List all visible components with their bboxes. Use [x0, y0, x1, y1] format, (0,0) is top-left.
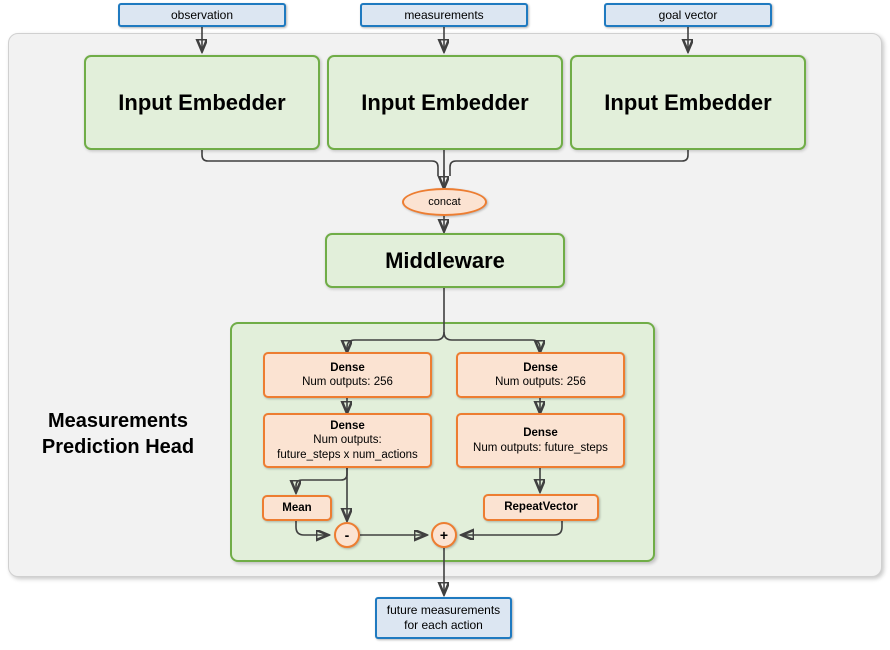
subtract-operator-symbol: -	[344, 527, 350, 543]
left-dense-1-detail: Num outputs: 256	[302, 376, 393, 388]
head-label-line-1: Measurements	[47, 410, 189, 432]
mean-label: Mean	[282, 501, 312, 514]
right-dense-1-detail: Num outputs: 256	[495, 376, 586, 388]
input-embedder-box-3[interactable]: Input Embedder	[570, 55, 806, 150]
subtract-operator[interactable]: -	[334, 522, 360, 548]
left-dense-2-box[interactable]: Dense Num outputs: future_steps x num_ac…	[263, 413, 432, 468]
input-box-observation[interactable]: observation	[118, 3, 286, 27]
right-dense-2-title: Dense	[523, 427, 558, 440]
input-label-measurements: measurements	[404, 7, 484, 22]
left-dense-2-detail-line-1: Num outputs:	[313, 434, 382, 447]
concat-node[interactable]: concat	[402, 188, 487, 216]
left-dense-1-title: Dense	[330, 361, 365, 374]
input-box-goal-vector[interactable]: goal vector	[604, 3, 772, 27]
left-dense-1-box[interactable]: Dense Num outputs: 256	[263, 352, 432, 398]
output-label-line-1: future measurements	[386, 603, 501, 617]
input-embedder-box-1[interactable]: Input Embedder	[84, 55, 320, 150]
right-dense-1-box[interactable]: Dense Num outputs: 256	[456, 352, 625, 398]
right-dense-2-detail: Num outputs: future_steps	[473, 441, 608, 454]
right-dense-2-box[interactable]: Dense Num outputs: future_steps	[456, 413, 625, 468]
input-label-goal-vector: goal vector	[658, 7, 718, 22]
left-dense-2-detail-line-2: future_steps x num_actions	[277, 448, 418, 461]
repeatvector-box[interactable]: RepeatVector	[483, 494, 599, 521]
middleware-label: Middleware	[385, 247, 505, 273]
add-operator[interactable]: +	[431, 522, 457, 548]
repeatvector-label: RepeatVector	[504, 501, 578, 514]
input-label-observation: observation	[170, 7, 234, 22]
middleware-box[interactable]: Middleware	[325, 233, 565, 288]
measurements-prediction-head-label: Measurements Prediction Head	[14, 408, 222, 460]
input-embedder-label-2: Input Embedder	[361, 89, 529, 115]
input-embedder-label-3: Input Embedder	[604, 89, 772, 115]
head-label-line-2: Prediction Head	[41, 436, 195, 458]
output-box-future-measurements[interactable]: future measurements for each action	[375, 597, 512, 639]
input-box-measurements[interactable]: measurements	[360, 3, 528, 27]
output-label-line-2: for each action	[404, 618, 483, 632]
concat-label: concat	[428, 196, 461, 208]
input-embedder-box-2[interactable]: Input Embedder	[327, 55, 563, 150]
right-dense-1-title: Dense	[523, 361, 558, 374]
add-operator-symbol: +	[439, 527, 449, 543]
left-dense-2-title: Dense	[330, 419, 365, 432]
input-embedder-label-1: Input Embedder	[118, 89, 286, 115]
mean-box[interactable]: Mean	[262, 495, 332, 521]
